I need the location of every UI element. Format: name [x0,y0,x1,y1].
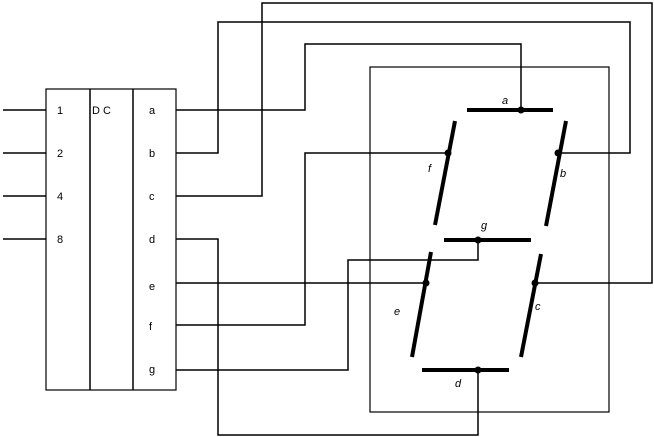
segment-label-a: a [502,95,508,107]
segment-label-d: d [455,378,462,390]
output-label-e: e [149,281,155,293]
segment-label-g: g [481,220,488,232]
output-label-g: g [149,364,155,376]
pin-c [531,279,539,287]
wire-g [176,240,479,371]
output-label-c: c [149,191,155,203]
output-label-f: f [149,321,153,333]
segment-label-e: e [394,306,400,318]
display-frame [369,66,610,413]
segment-e [410,251,433,358]
decoder-block: D C 1 2 4 8 a b c d e f g [45,88,177,391]
connection-wires [176,2,653,436]
pin-a [517,106,525,114]
decoder-title: D C [92,105,111,117]
segment-label-f: f [428,163,432,175]
input-label-2: 2 [57,148,63,160]
wire-c [176,2,653,284]
input-label-4: 4 [57,191,63,203]
segment-label-c: c [535,301,541,313]
segment-label-b: b [560,168,566,180]
pin-e [422,279,430,287]
segment-b [544,120,568,227]
wire-b [176,21,631,154]
segment-c [519,253,543,358]
pin-d [474,366,482,374]
output-label-d: d [149,234,155,246]
input-label-1: 1 [57,105,63,117]
output-label-b: b [149,148,155,160]
input-lines [3,109,46,240]
pin-b [554,149,562,157]
output-label-a: a [149,105,156,117]
input-label-8: 8 [57,234,63,246]
decoder-outline [45,88,177,391]
wire-a [176,43,522,111]
segment-f [433,120,457,226]
pin-g [474,236,482,244]
wire-d [176,238,479,436]
seven-segment-display: a b c d e f g [394,95,568,390]
wire-f [176,152,448,326]
pin-f [444,149,452,157]
